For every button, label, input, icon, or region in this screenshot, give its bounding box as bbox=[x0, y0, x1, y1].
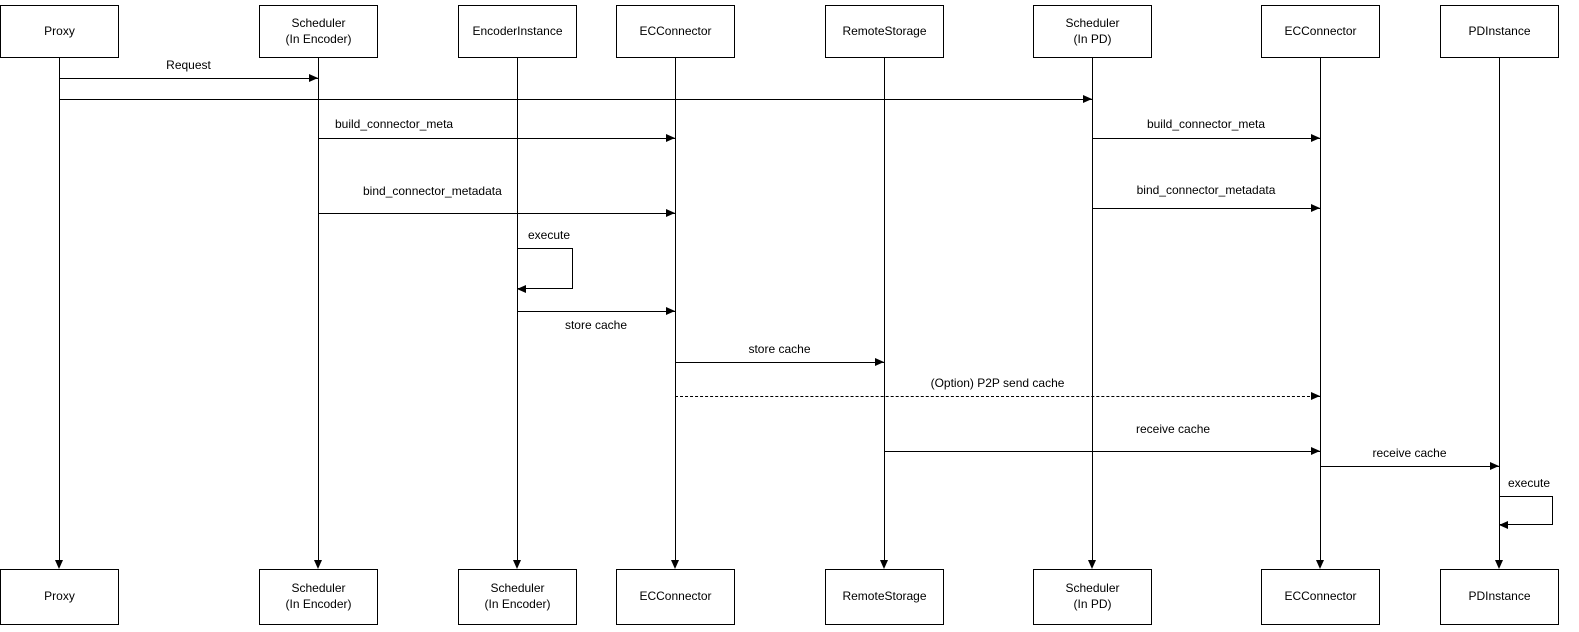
actor-label: ECConnector bbox=[639, 23, 712, 38]
actor-top-ec-connector-encoder: ECConnector bbox=[616, 5, 735, 58]
message-line bbox=[318, 213, 675, 214]
message-label: (Option) P2P send cache bbox=[930, 376, 1065, 390]
message-label: receive cache bbox=[1372, 446, 1447, 460]
actor-top-ec-connector-pd: ECConnector bbox=[1261, 5, 1380, 58]
message-line bbox=[59, 99, 1092, 100]
actor-label: RemoteStorage bbox=[842, 23, 927, 38]
arrowhead-right-icon bbox=[666, 134, 675, 142]
lifeline-ec-connector-pd bbox=[1320, 58, 1321, 561]
arrowhead-right-icon bbox=[1311, 447, 1320, 455]
arrowhead-right-icon bbox=[309, 74, 318, 82]
actor-label: Scheduler (In Encoder) bbox=[285, 581, 352, 611]
message-execute-encoder-instance: execute bbox=[517, 229, 573, 293]
message-label: build_connector_meta bbox=[1146, 117, 1266, 131]
actor-bottom-remote-storage: RemoteStorage bbox=[825, 569, 944, 625]
message-line bbox=[884, 451, 1320, 452]
actor-label: Scheduler (In Encoder) bbox=[484, 581, 551, 611]
message-line-dashed bbox=[675, 396, 1320, 397]
message-label: store cache bbox=[564, 318, 628, 332]
actor-label: Proxy bbox=[44, 589, 75, 604]
actor-top-scheduler-pd: Scheduler (In PD) bbox=[1033, 5, 1152, 58]
lifeline-arrowhead-icon bbox=[55, 560, 63, 569]
arrowhead-right-icon bbox=[1311, 392, 1320, 400]
lifeline-arrowhead-icon bbox=[1495, 560, 1503, 569]
arrowhead-right-icon bbox=[875, 358, 884, 366]
actor-label: Scheduler (In Encoder) bbox=[285, 15, 352, 46]
arrowhead-right-icon bbox=[1311, 134, 1320, 142]
lifeline-arrowhead-icon bbox=[1088, 560, 1096, 569]
lifeline-encoder-instance bbox=[517, 58, 518, 561]
lifeline-arrowhead-icon bbox=[1316, 560, 1324, 569]
message-line bbox=[318, 138, 675, 139]
actor-bottom-pd-instance: PDInstance bbox=[1440, 569, 1559, 625]
actor-top-scheduler-encoder: Scheduler (In Encoder) bbox=[259, 5, 378, 58]
message-line bbox=[1092, 138, 1320, 139]
message-label: receive cache bbox=[1136, 422, 1211, 436]
message-line bbox=[59, 78, 318, 79]
message-label: Request bbox=[166, 58, 211, 72]
actor-bottom-scheduler-pd: Scheduler (In PD) bbox=[1033, 569, 1152, 625]
actor-top-pd-instance: PDInstance bbox=[1440, 5, 1559, 58]
message-label: execute bbox=[528, 228, 571, 242]
actor-label: ECConnector bbox=[1284, 23, 1357, 38]
message-execute-pd-instance: execute bbox=[1499, 477, 1553, 529]
actor-label: ECConnector bbox=[639, 589, 712, 604]
lifeline-scheduler-pd bbox=[1092, 58, 1093, 561]
actor-label: Scheduler (In PD) bbox=[1065, 581, 1120, 611]
actor-label: Scheduler (In PD) bbox=[1065, 15, 1120, 46]
lifeline-scheduler-encoder bbox=[318, 58, 319, 561]
arrowhead-right-icon bbox=[1490, 462, 1499, 470]
lifeline-ec-connector-encoder bbox=[675, 58, 676, 561]
actor-bottom-encoder-instance: Scheduler (In Encoder) bbox=[458, 569, 577, 625]
actor-bottom-scheduler-encoder: Scheduler (In Encoder) bbox=[259, 569, 378, 625]
actor-top-encoder-instance: EncoderInstance bbox=[458, 5, 577, 58]
message-label: build_connector_meta bbox=[335, 117, 454, 131]
actor-top-remote-storage: RemoteStorage bbox=[825, 5, 944, 58]
message-label: bind_connector_metadata bbox=[1136, 183, 1276, 197]
arrowhead-right-icon bbox=[1083, 95, 1092, 103]
actor-label: ECConnector bbox=[1284, 589, 1357, 604]
actor-label: RemoteStorage bbox=[842, 589, 927, 604]
lifeline-arrowhead-icon bbox=[513, 560, 521, 569]
arrowhead-right-icon bbox=[666, 307, 675, 315]
message-label: bind_connector_metadata bbox=[363, 184, 502, 198]
actor-bottom-ec-connector-pd: ECConnector bbox=[1261, 569, 1380, 625]
lifeline-proxy bbox=[59, 58, 60, 561]
arrowhead-left-icon bbox=[517, 285, 526, 293]
actor-label: PDInstance bbox=[1468, 23, 1531, 38]
actor-bottom-ec-connector-encoder: ECConnector bbox=[616, 569, 735, 625]
arrowhead-right-icon bbox=[666, 209, 675, 217]
message-label: store cache bbox=[748, 342, 811, 356]
actor-label: PDInstance bbox=[1468, 589, 1531, 604]
message-line bbox=[1092, 208, 1320, 209]
lifeline-pd-instance bbox=[1499, 58, 1500, 561]
actor-top-proxy: Proxy bbox=[0, 5, 119, 58]
message-label: execute bbox=[1508, 476, 1551, 490]
arrowhead-left-icon bbox=[1499, 521, 1508, 529]
arrowhead-right-icon bbox=[1311, 204, 1320, 212]
message-line bbox=[517, 311, 675, 312]
actor-bottom-proxy: Proxy bbox=[0, 569, 119, 625]
message-line bbox=[675, 362, 884, 363]
lifeline-arrowhead-icon bbox=[880, 560, 888, 569]
lifeline-arrowhead-icon bbox=[671, 560, 679, 569]
lifeline-arrowhead-icon bbox=[314, 560, 322, 569]
actor-label: EncoderInstance bbox=[472, 23, 563, 38]
message-line bbox=[1320, 466, 1499, 467]
actor-label: Proxy bbox=[44, 23, 75, 38]
lifeline-remote-storage bbox=[884, 58, 885, 561]
